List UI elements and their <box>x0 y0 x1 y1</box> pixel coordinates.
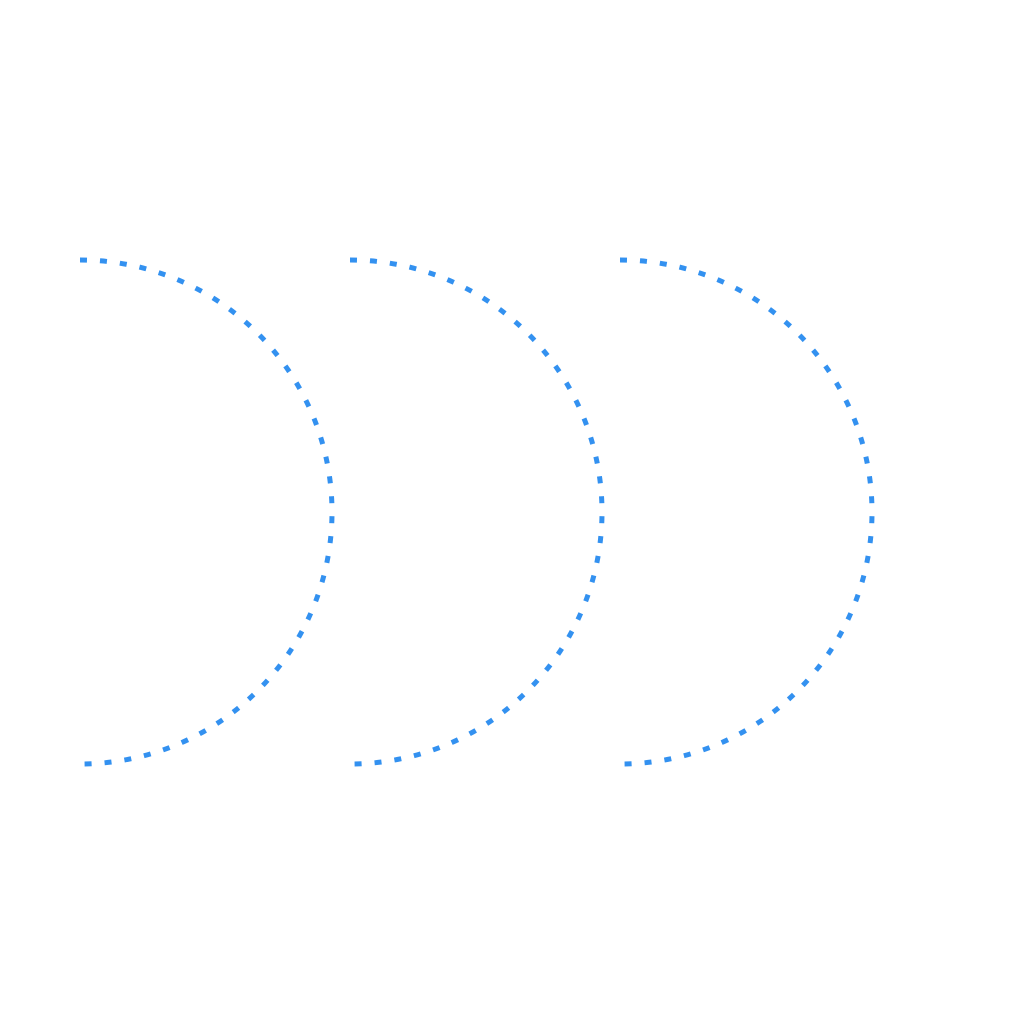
dotted-arc-2 <box>349 257 605 767</box>
dotted-arc-1 <box>79 257 335 767</box>
dotted-arc-3 <box>619 257 875 767</box>
